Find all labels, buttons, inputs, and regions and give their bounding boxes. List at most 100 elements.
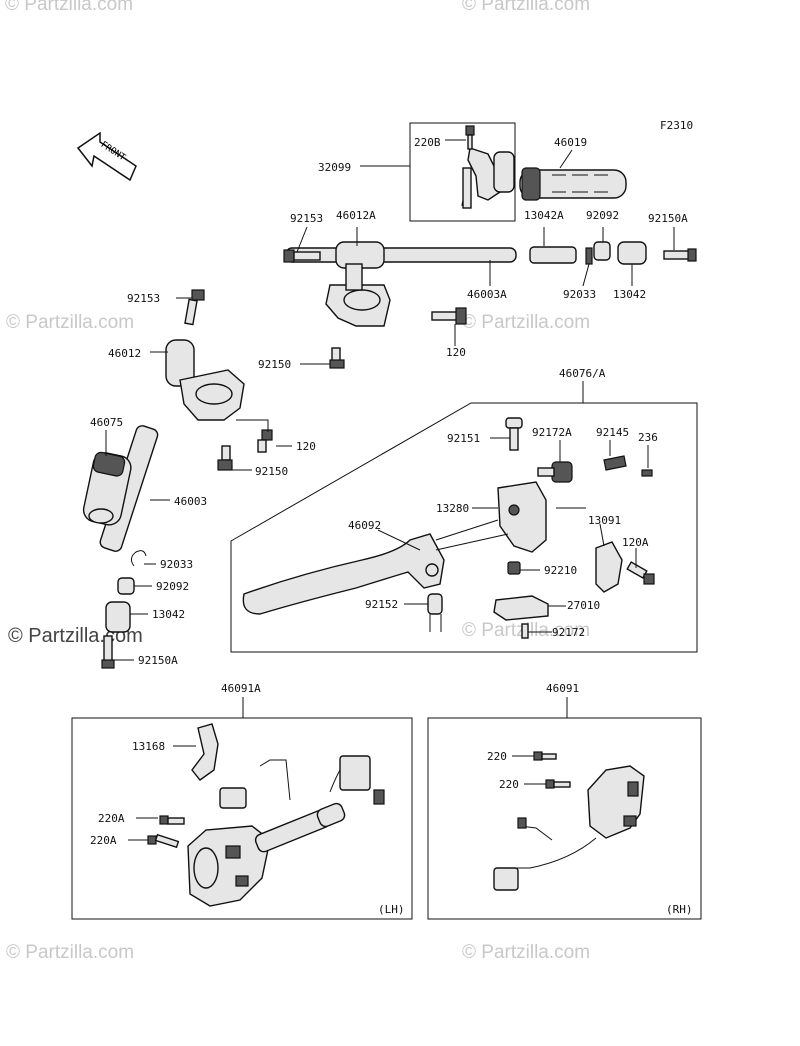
label-120-top: 120	[446, 346, 466, 359]
label-46012A: 46012A	[336, 209, 376, 222]
screw-92172	[521, 623, 529, 639]
label-92153-top: 92153	[290, 212, 323, 225]
label-220A-lower: 220A	[90, 834, 117, 847]
label-92145: 92145	[596, 426, 629, 439]
label-92151: 92151	[447, 432, 480, 445]
tag-lh: (LH)	[378, 903, 405, 916]
screw-220-lower	[545, 779, 571, 789]
grip-46075	[82, 451, 132, 526]
lever-bracket-13280	[497, 481, 547, 553]
end-13042-left	[105, 601, 131, 633]
label-220B: 220B	[414, 136, 441, 149]
box-switch-lh	[71, 717, 413, 920]
watermark: © Partzilla.com	[5, 0, 133, 15]
label-92152: 92152	[365, 598, 398, 611]
label-lever-group: 46076/A	[559, 367, 606, 380]
label-13091: 13091	[588, 514, 621, 527]
holder-13091	[595, 541, 623, 593]
label-46012: 46012	[108, 347, 141, 360]
nut-92210	[507, 561, 521, 575]
label-220A-upper: 220A	[98, 812, 125, 825]
label-92172A: 92172A	[532, 426, 572, 439]
screw-220A-upper	[159, 815, 185, 825]
label-220-lower: 220	[499, 778, 519, 791]
label-92092-left: 92092	[156, 580, 189, 593]
ring-92033-top	[585, 247, 593, 265]
bolt-120A	[626, 561, 655, 585]
clip-92145	[603, 455, 627, 471]
watermark: © Partzilla.com	[6, 942, 134, 963]
label-92172: 92172	[552, 626, 585, 639]
label-46003A: 46003A	[467, 288, 507, 301]
label-92153-left: 92153	[127, 292, 160, 305]
collar-92152	[427, 593, 443, 615]
box-switch-rh	[427, 717, 702, 920]
label-switch-rh: 46091	[546, 682, 579, 695]
adjuster-92172A	[537, 461, 573, 483]
label-120A: 120A	[622, 536, 649, 549]
screw-92153-left	[184, 289, 205, 326]
label-32099: 32099	[318, 161, 351, 174]
label-46003: 46003	[174, 495, 207, 508]
bolt-92150A-top	[663, 248, 697, 262]
screw-220B	[465, 125, 475, 150]
screw-220-upper	[533, 751, 557, 761]
label-13168: 13168	[132, 740, 165, 753]
box-32099	[409, 122, 516, 222]
collar-92092-top	[593, 241, 611, 261]
bolt-92150-left	[217, 445, 233, 471]
weight-13042A	[529, 246, 577, 264]
throttle-pulley-32099	[461, 147, 515, 209]
bolt-92150-top	[329, 347, 345, 369]
bolt-92150A-left	[101, 635, 115, 669]
watermark: © Partzilla.com	[462, 312, 590, 333]
box-lever-group	[230, 402, 698, 653]
label-46092: 46092	[348, 519, 381, 532]
tag-rh: (RH)	[666, 903, 693, 916]
label-92033-left: 92033	[160, 558, 193, 571]
label-92150-top: 92150	[258, 358, 291, 371]
label-92150A-top: 92150A	[648, 212, 688, 225]
grip-46019	[519, 167, 627, 201]
bracket-13168	[191, 723, 219, 781]
label-92210: 92210	[544, 564, 577, 577]
figure-code: F2310	[660, 119, 693, 132]
harness-rh	[493, 817, 597, 891]
switch-27010	[493, 595, 549, 621]
screw-92153-top	[283, 249, 321, 263]
switch-housing-rh	[587, 765, 645, 839]
label-236: 236	[638, 431, 658, 444]
collar-92092-left	[117, 577, 135, 595]
watermark: © Partzilla.com	[462, 942, 590, 963]
label-13042-left: 13042	[152, 608, 185, 621]
label-13042A: 13042A	[524, 209, 564, 222]
label-13280: 13280	[436, 502, 469, 515]
front-arrow-icon: FRONT	[76, 131, 137, 182]
label-92092-top: 92092	[586, 209, 619, 222]
switch-housing-lh	[187, 809, 330, 907]
clamp-46012A	[325, 263, 391, 327]
label-92150A-left: 92150A	[138, 654, 178, 667]
label-220-upper: 220	[487, 750, 507, 763]
label-switch-lh: 46091A	[221, 682, 261, 695]
label-27010: 27010	[567, 599, 600, 612]
watermark: © Partzilla.com	[462, 0, 590, 15]
screw-236	[641, 469, 653, 477]
clamp-46012	[165, 339, 245, 421]
label-46019: 46019	[554, 136, 587, 149]
bolt-92151	[505, 417, 523, 451]
label-92033-top: 92033	[563, 288, 596, 301]
screw-220A-lower	[147, 833, 180, 849]
ring-92033-left	[130, 550, 147, 567]
label-120-left: 120	[296, 440, 316, 453]
bolt-120-top	[431, 307, 467, 325]
label-46075: 46075	[90, 416, 123, 429]
clutch-lever-46092	[242, 533, 445, 615]
watermark: © Partzilla.com	[6, 312, 134, 333]
label-13042-top: 13042	[613, 288, 646, 301]
harness-lh	[219, 755, 385, 828]
end-13042-top	[617, 241, 647, 265]
label-92150-left: 92150	[255, 465, 288, 478]
bolt-120-left	[257, 429, 273, 453]
